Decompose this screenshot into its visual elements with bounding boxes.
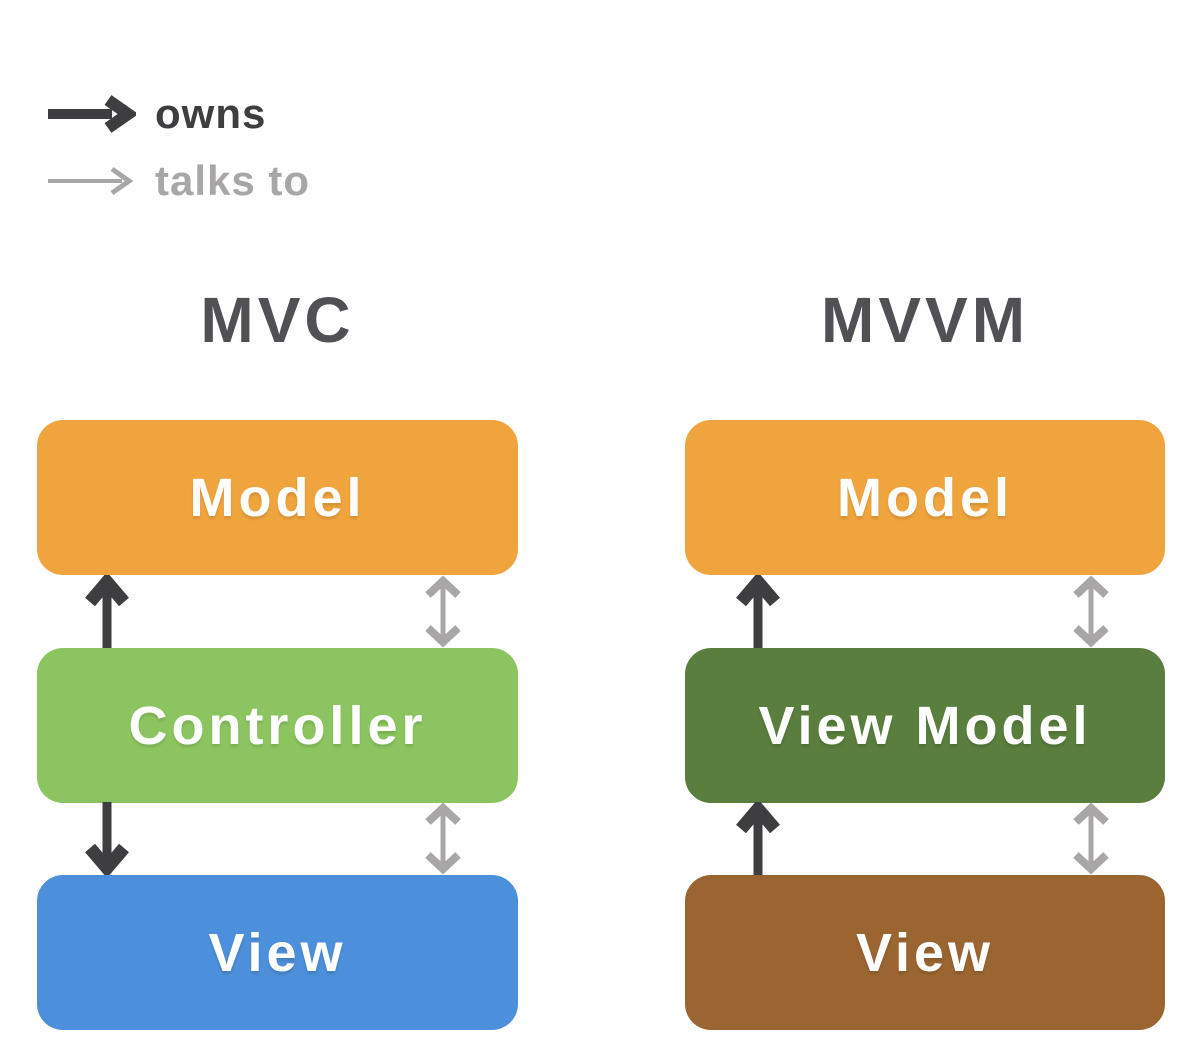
legend-owns-label: owns	[155, 90, 267, 137]
talks-to-arrow-icon	[48, 166, 134, 196]
owns-arrow-up-icon	[736, 802, 780, 875]
box-label: Model	[837, 467, 1013, 528]
box-label: Model	[189, 467, 366, 528]
mvc-controller-box: Controller	[37, 648, 518, 803]
mvvm-diagram: MVVM Model View Model View	[685, 0, 1165, 1059]
box-label: View	[855, 922, 995, 983]
talks-to-arrow-double-icon	[1073, 802, 1109, 875]
mvvm-model-box: Model	[685, 420, 1165, 575]
mvvm-title: MVVM	[821, 284, 1029, 356]
talks-to-arrow-double-icon	[425, 575, 461, 648]
talks-to-arrow-double-icon	[1073, 575, 1109, 648]
box-label: View	[208, 922, 347, 983]
mvc-title: MVC	[200, 284, 355, 356]
talks-to-arrow-double-icon	[425, 802, 461, 875]
box-label: Controller	[128, 695, 427, 756]
mvvm-view-box: View	[685, 875, 1165, 1030]
mvc-diagram: MVC Model Controller View	[37, 0, 518, 1059]
owns-arrow-icon	[48, 95, 136, 133]
legend-item-owns: owns	[48, 93, 265, 135]
owns-arrow-down-icon	[85, 802, 129, 875]
legend-item-talks-to: talks to	[48, 160, 309, 202]
mvvm-view-model-box: View Model	[685, 648, 1165, 803]
mvc-view-box: View	[37, 875, 518, 1030]
legend-talks-to-label: talks to	[155, 157, 311, 204]
mvc-model-box: Model	[37, 420, 518, 575]
box-label: View Model	[758, 695, 1092, 756]
owns-arrow-up-icon	[736, 575, 780, 648]
owns-arrow-up-icon	[85, 575, 129, 648]
